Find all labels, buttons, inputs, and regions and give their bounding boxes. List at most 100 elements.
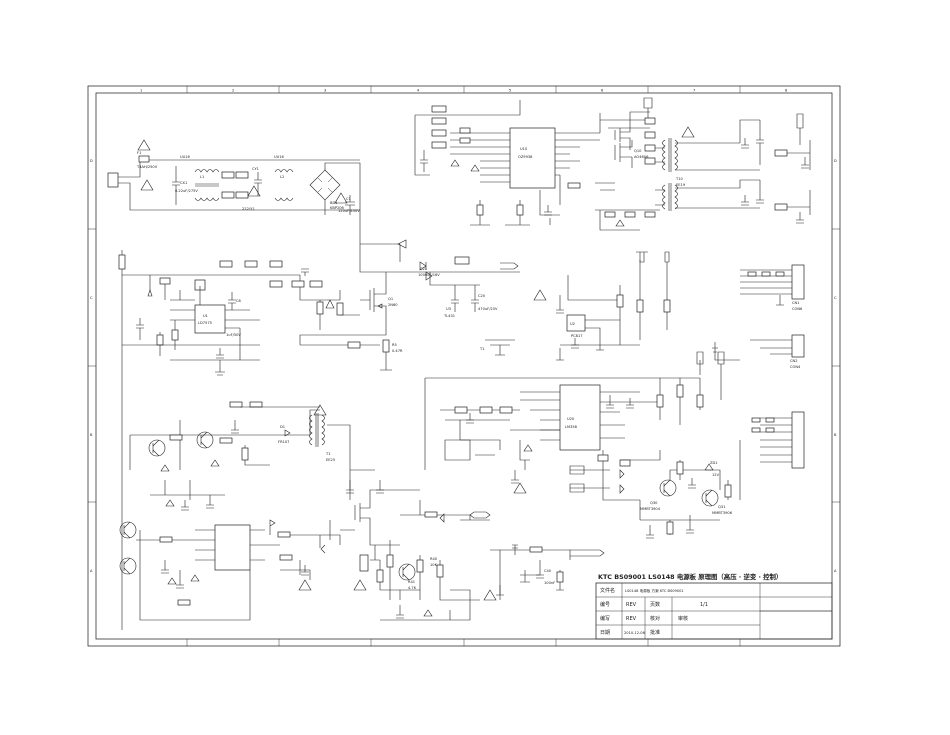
r41-val: 4.7K — [408, 586, 417, 590]
f1-ref: F1 — [137, 151, 141, 155]
cy1-ref: CY1 — [252, 167, 259, 171]
u20-chip — [559, 384, 601, 451]
tb-r1-c1: REV — [626, 602, 637, 608]
q31-ref: Q31 — [718, 505, 725, 509]
inner-border — [95, 92, 833, 640]
u10-val: OZ9938 — [518, 155, 533, 159]
c20-ref: U3 — [446, 307, 451, 311]
grid-row-a: A — [90, 569, 93, 573]
u20-val: LM358 — [565, 425, 578, 429]
cn1-ref: CN1 — [792, 301, 799, 305]
grid-col-8: 8 — [785, 89, 788, 93]
grid-col-3: 3 — [324, 89, 326, 93]
r41-ref: R41 — [408, 580, 415, 584]
cn2-val: CON4 — [790, 365, 801, 369]
title-block: KTC BS09001 LS0148 电源板 原理图（高压 · 逆变 · 控制）… — [595, 572, 833, 640]
grid-col-6: 6 — [601, 89, 604, 93]
d20-val: 1000uF/16V — [418, 273, 440, 277]
grid-row-labels: D C B A D C B A — [88, 159, 840, 573]
q1-ref: Q1 — [388, 297, 393, 301]
u1-val: LD7575 — [198, 321, 212, 325]
cx1-val: 0.22uF/275V — [175, 189, 198, 193]
tb-r0-c0: 文件名 — [600, 587, 615, 594]
c40-ref: C40 — [544, 569, 552, 573]
c21-val: 470uF/25V — [478, 307, 498, 311]
u10-chip — [509, 127, 556, 189]
q30-val: MMBT3904 — [640, 507, 661, 511]
zd1-val: 12V — [712, 473, 720, 477]
c20-val: TL431 — [443, 314, 455, 318]
grid-row-d-right: D — [834, 159, 837, 163]
d20-ref: C21 — [420, 267, 427, 271]
q10-ref: Q10 — [634, 149, 642, 153]
cn1-val: CON6 — [792, 307, 803, 311]
t1-val: EE25 — [326, 458, 335, 462]
c1-val: 120uF/450V — [338, 209, 360, 213]
protection-section: U20 LM358 Q30 MMBT3904 Q — [424, 351, 741, 539]
f1-val: T4AH/250V — [136, 165, 158, 169]
schematic-title: KTC BS09001 LS0148 电源板 原理图（高压 · 逆变 · 控制） — [598, 572, 782, 581]
grid-row-a-right: A — [834, 569, 837, 573]
grid-row-c: C — [90, 296, 93, 300]
r40-ref: R40 — [430, 557, 438, 561]
u1-chip — [194, 304, 226, 334]
pwm-controller-section: U1 LD7575 C8 1uF/50V Q1 2N60 R5 0.47R — [118, 250, 403, 630]
grid-col-4: 4 — [417, 89, 420, 93]
connector-cn2: CN2 CON4 — [712, 334, 805, 369]
tb-r1-c0: 编号 — [600, 601, 610, 608]
u2-ref: T1 — [479, 347, 484, 351]
cy1-val: 222/Y1 — [242, 207, 255, 211]
tb-r3-c2: 批准 — [650, 629, 660, 636]
l1-val: UU16 — [180, 155, 191, 159]
tb-r2-c3: 审核 — [678, 615, 688, 622]
u3-val: PC817 — [571, 334, 583, 338]
q1-val: 2N60 — [388, 303, 398, 307]
u3-ref: U2 — [570, 322, 575, 326]
lower-output-section — [353, 480, 605, 621]
u3-chip — [566, 314, 586, 332]
d1-ref: D1 — [280, 425, 285, 429]
q31-val: MMBT3906 — [712, 511, 733, 515]
tb-r2-c1: REV — [626, 616, 637, 622]
zd1-ref: ZD1 — [710, 461, 718, 465]
u1-ref: U1 — [203, 314, 208, 318]
tb-r0-c1: LS0148 电源板 方案 KTC BS09001 — [625, 588, 684, 593]
cx1-ref: CX1 — [180, 181, 187, 185]
inverter-section: U10 OZ9938 Q10 AO4606 T10 EE19 — [414, 97, 811, 231]
grid-row-b: B — [90, 433, 93, 437]
grid-row-d: D — [90, 159, 93, 163]
bd1-val: KBP206 — [330, 206, 345, 210]
c8-ref: C8 — [236, 299, 242, 303]
t10-ref: T10 — [675, 177, 683, 181]
tb-r3-c0: 日期 — [600, 630, 610, 636]
ac-input-section: F1 T4AH/250V CX1 0.22uF/275V L1 UU16 CY1… — [107, 139, 361, 230]
c1-ref: C1 — [346, 197, 351, 201]
tb-r2-c2: 核对 — [650, 615, 660, 622]
feedback-section: U2 PC817 — [533, 251, 671, 361]
u20-ref: U20 — [567, 417, 575, 421]
secondary-output: U3 TL431 C20 470uF/25V C21 1000uF/16V — [418, 267, 515, 356]
r40-val: 10K — [430, 563, 438, 567]
q10-val: AO4606 — [634, 155, 649, 159]
grid-col-7: 7 — [693, 89, 695, 93]
grid-col-5: 5 — [509, 89, 511, 93]
tb-r2-c0: 编写 — [600, 615, 610, 622]
l2-ref: L2 — [280, 175, 284, 179]
tb-r3-c1: 2010-12-06 — [624, 631, 646, 635]
tb-r1-c3: 1/1 — [700, 602, 708, 608]
l1-ref: L1 — [200, 175, 204, 179]
r5-ref: R5 — [392, 343, 397, 347]
c21-ref: C20 — [478, 294, 486, 298]
grid-column-labels: 1 2 3 4 5 6 7 8 — [140, 86, 788, 646]
grid-row-b-right: B — [834, 433, 837, 437]
grid-col-1: 1 — [140, 89, 142, 93]
t10-val: EE19 — [676, 183, 686, 187]
u10-ref: U10 — [520, 147, 528, 151]
grid-row-c-right: C — [834, 296, 837, 300]
connector-cn1: CN1 CON6 — [740, 264, 805, 311]
fuse-f1 — [138, 155, 150, 163]
q30-ref: Q30 — [650, 501, 658, 505]
cn2-ref: CN2 — [790, 359, 797, 363]
r5-val: 0.47R — [392, 349, 403, 353]
